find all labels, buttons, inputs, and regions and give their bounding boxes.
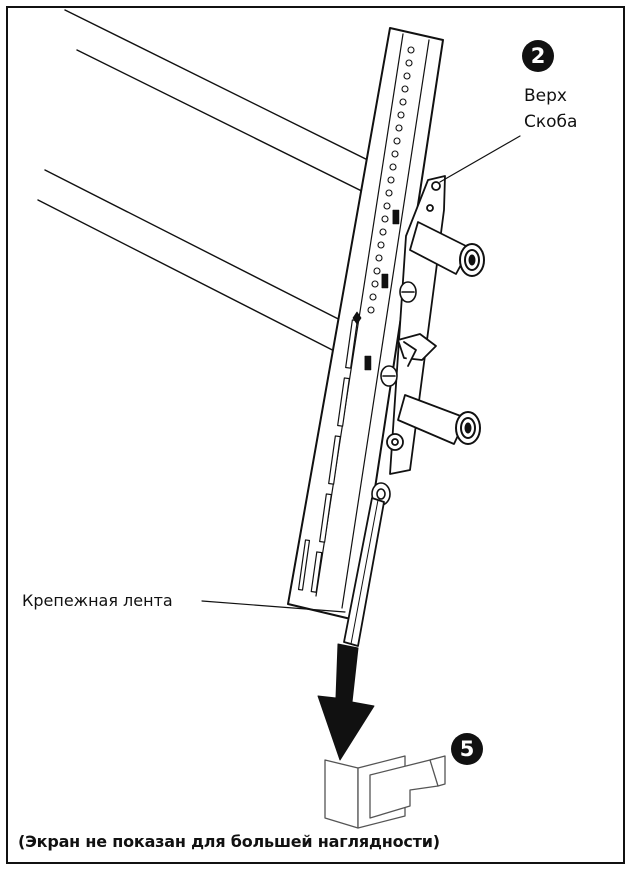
strap-label: Крепежная лента [22,591,173,610]
wing-knob [397,333,437,367]
vertical-plate [287,27,444,621]
lower-rod [397,394,481,445]
locking-strap [343,497,385,647]
step-5-badge: 5 [451,733,483,765]
top-bracket-label-line2: Скоба [524,112,578,132]
leader-lines [201,135,521,613]
step-2-badge: 2 [522,40,554,72]
tab-insert-icon [324,755,446,829]
down-arrow-icon [317,643,375,761]
diagram-frame [6,6,625,864]
top-bracket-label-line1: Верх [524,86,567,106]
upper-rod [409,221,485,277]
figure-caption: (Экран не показан для большей наглядност… [18,832,440,851]
wall-rails [37,9,393,361]
